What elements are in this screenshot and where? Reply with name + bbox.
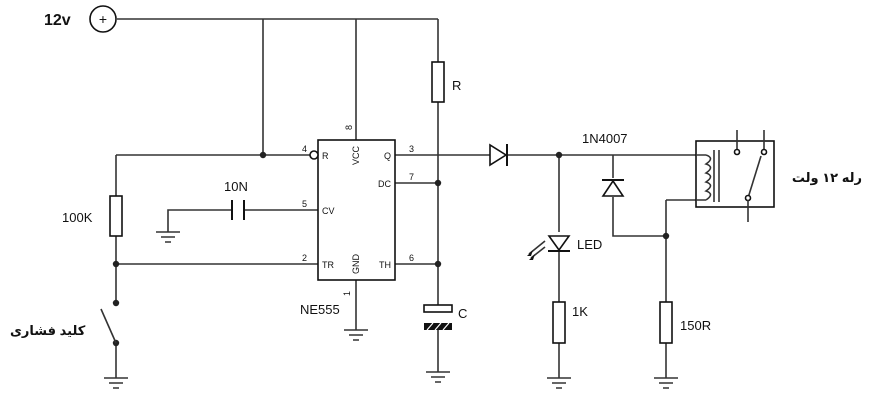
led-icon: [547, 235, 571, 252]
pin-number-q: 3: [409, 144, 414, 154]
supply-symbol: +: [99, 11, 107, 27]
diode-flyback-icon: [601, 179, 625, 197]
supply-label: 12v: [44, 12, 71, 29]
pin-label-cv: CV: [322, 206, 335, 216]
ground-icon: [547, 377, 571, 389]
resistor-100k-label: 100K: [62, 210, 93, 225]
ground-timing: [426, 371, 450, 383]
pin-number-cv: 5: [302, 199, 307, 209]
diode-label: 1N4007: [582, 131, 628, 146]
supply-terminal: + 12v: [44, 5, 117, 33]
switch-contact-top: [112, 299, 120, 307]
supply-terminal-icon: [89, 5, 117, 33]
diode-output: [489, 143, 508, 167]
junctions: [112, 151, 670, 347]
pin-number-th: 6: [409, 253, 414, 263]
resistor-1k: 1K: [552, 301, 588, 344]
ic-name: NE555: [300, 302, 340, 317]
led-label: LED: [577, 237, 602, 252]
pin-number-gnd: 1: [342, 291, 352, 296]
relay: رله ۱۲ ولت: [695, 130, 862, 222]
relay-switch-arm-icon: [747, 155, 762, 199]
reset-bubble-icon: [309, 150, 319, 160]
relay-contact-common: [744, 194, 752, 202]
ic-ne555: R CV TR Q DC TH VCC GND 4 5 2 3 7 6 8 1 …: [300, 125, 414, 317]
resistor-1k-icon: [552, 301, 566, 344]
ground-icon: [344, 329, 368, 341]
relay-coil-icon: [696, 154, 712, 201]
led: LED: [527, 235, 602, 260]
junction-led: [555, 151, 563, 159]
resistor-r-icon: [431, 61, 445, 103]
resistor-150r: 150R: [659, 301, 711, 344]
pin-number-reset: 4: [302, 144, 307, 154]
junction-flyback: [662, 232, 670, 240]
pin-label-gnd: GND: [351, 254, 361, 275]
junction-threshold: [434, 260, 442, 268]
ground-icon: [426, 371, 450, 383]
resistor-100k-icon: [109, 195, 123, 237]
pin-label-tr: TR: [322, 260, 334, 270]
ground-switch: [104, 377, 128, 389]
diode-1n4007: 1N4007: [582, 131, 628, 197]
resistor-r-label: R: [452, 78, 461, 93]
pin-label-dc: DC: [378, 179, 391, 189]
push-button-label: کلید فشاری: [10, 323, 86, 338]
pin-number-vcc: 8: [344, 125, 354, 130]
capacitor-10n-label: 10N: [224, 179, 248, 194]
resistor-150r-icon: [659, 301, 673, 344]
pin-number-tr: 2: [302, 253, 307, 263]
resistor-150r-label: 150R: [680, 318, 711, 333]
capacitor-c-plate-top: [423, 304, 453, 313]
junction-discharge: [434, 179, 442, 187]
ground-relay: [654, 377, 678, 389]
pin-number-dc: 7: [409, 172, 414, 182]
ic-body: [317, 139, 396, 281]
ground-icon: [156, 231, 180, 243]
cv-wire: [167, 209, 232, 232]
ground-icon: [654, 377, 678, 389]
push-button: کلید فشاری: [10, 308, 117, 344]
ground-led: [547, 377, 571, 389]
pin-label-reset: R: [322, 151, 329, 161]
relay-label: رله ۱۲ ولت: [792, 170, 862, 185]
ground-ic: [344, 329, 368, 341]
pin-label-q: Q: [384, 151, 391, 161]
flyback-wire-bottom: [612, 197, 666, 237]
junction-trigger: [112, 260, 120, 268]
wires: [115, 18, 696, 378]
ground-icon: [104, 377, 128, 389]
relay-contact-no: [760, 148, 768, 156]
push-button-arm-icon: [100, 308, 117, 344]
pin-label-th: TH: [379, 260, 391, 270]
junction-reset: [259, 151, 267, 159]
resistor-r: R: [431, 61, 461, 103]
ground-cv: [156, 231, 180, 243]
pin-label-vcc: VCC: [351, 146, 361, 166]
resistor-100k: 100K: [62, 195, 123, 237]
capacitor-c-label: C: [458, 306, 467, 321]
capacitor-c: C: [423, 304, 467, 331]
diode-output-icon: [489, 143, 508, 167]
capacitor-10n: 10N: [224, 179, 248, 220]
relay-contact-nc: [733, 148, 741, 156]
resistor-1k-label: 1K: [572, 304, 588, 319]
